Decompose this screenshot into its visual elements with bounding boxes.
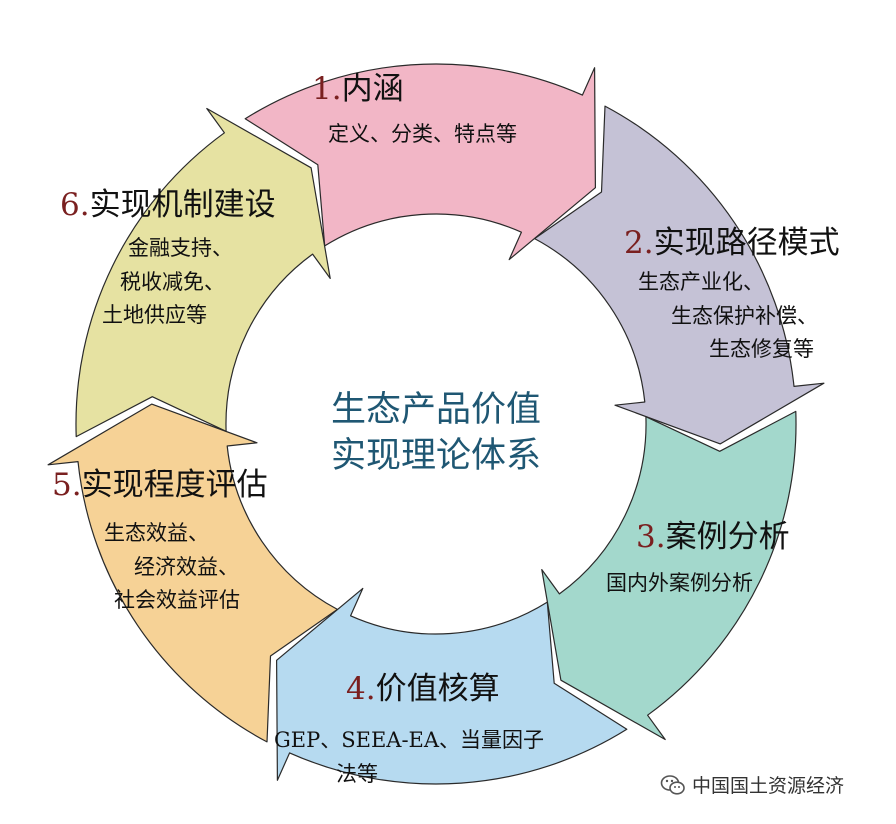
segment-4-title-text: 价值核算 (375, 671, 500, 707)
arrow-segment-4 (276, 587, 628, 785)
segment-5-title: 5.实现程度评估 (52, 470, 268, 501)
arrow-segment-2 (534, 105, 825, 445)
arrow-segment-6 (75, 107, 331, 438)
segment-4-title: 4.价值核算 (346, 674, 500, 705)
segment-5-desc-line: 社会效益评估 (114, 588, 240, 613)
center-title-line: 实现理论体系 (330, 435, 541, 476)
segment-3-number: 3. (636, 519, 666, 555)
segment-6-number: 6. (60, 187, 90, 223)
segment-1-title: 1.内涵 (312, 74, 404, 105)
segment-6-desc: 金融支持、 税收减免、 土地供应等 (102, 232, 233, 333)
segment-4-desc: GEP、SEEA-EA、当量因子 法等 (274, 724, 544, 791)
center-title-line: 生态产品价值 (330, 390, 541, 430)
segment-2-number: 2. (624, 225, 654, 261)
segment-5-number: 5. (52, 467, 82, 503)
segment-2-title: 2.实现路径模式 (624, 228, 840, 259)
watermark-text: 中国国土资源经济 (692, 775, 845, 797)
segment-6-desc-line: 税收减免、 (120, 269, 225, 294)
watermark: 中国国土资源经济 (660, 771, 844, 798)
wechat-icon (660, 774, 685, 795)
segment-2-desc-line: 生态修复等 (709, 337, 814, 362)
center-title: 生态产品价值 实现理论体系 (300, 388, 572, 479)
segment-2-title-text: 实现路径模式 (653, 225, 840, 261)
segment-6-title: 6.实现机制建设 (60, 190, 276, 221)
segment-3-desc-line: 国内外案例分析 (606, 571, 753, 595)
segment-6-title-text: 实现机制建设 (89, 187, 276, 223)
segment-1-desc: 定义、分类、特点等 (328, 118, 517, 152)
segment-6-desc-line: 土地供应等 (102, 303, 207, 328)
segment-1-desc-line: 定义、分类、特点等 (328, 122, 517, 146)
segment-3-title-text: 案例分析 (665, 519, 790, 555)
segment-4-number: 4. (346, 671, 376, 707)
segment-3-title: 3.案例分析 (636, 522, 790, 553)
segment-5-desc-line: 经济效益、 (134, 554, 239, 579)
segment-6-desc-line: 金融支持、 (128, 236, 233, 260)
segment-5-title-text: 实现程度评估 (81, 467, 268, 503)
segment-5-desc: 生态效益、 经济效益、 社会效益评估 (104, 517, 240, 618)
segment-1-title-text: 内涵 (341, 71, 404, 107)
arrow-segment-1 (244, 63, 596, 261)
arrow-segment-3 (541, 410, 797, 741)
segment-4-desc-line: GEP、SEEA-EA、当量因子 (274, 728, 545, 752)
segment-1-number: 1. (312, 71, 342, 107)
segment-3-desc: 国内外案例分析 (606, 567, 753, 601)
arrow-segment-5 (47, 403, 338, 743)
segment-2-desc: 生态产业化、 生态保护补偿、 生态修复等 (638, 266, 828, 367)
segment-4-desc-line: 法等 (336, 761, 378, 786)
segment-5-desc-line: 生态效益、 (104, 521, 209, 545)
segment-2-desc-line: 生态产业化、 (638, 270, 764, 294)
segment-2-desc-line: 生态保护补偿、 (671, 303, 818, 328)
